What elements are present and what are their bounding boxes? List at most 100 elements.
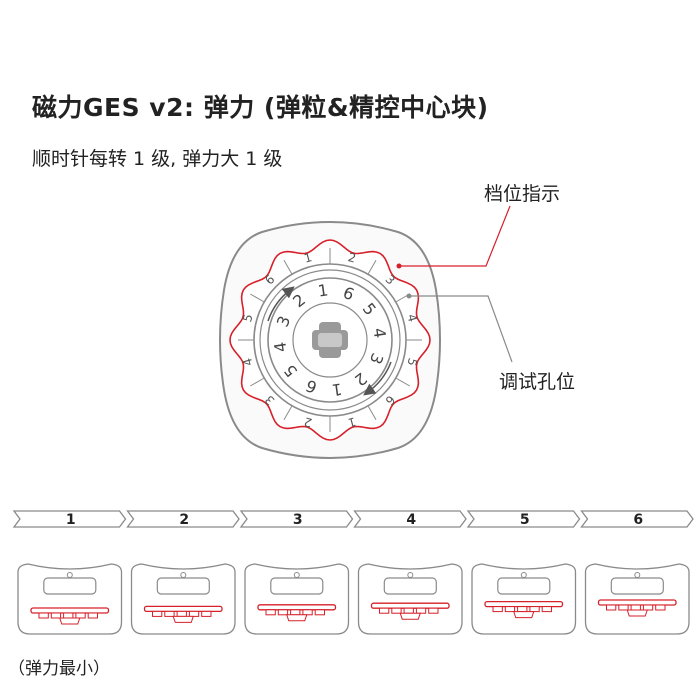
piece-spring-foot [172,615,194,623]
piece-hole [66,572,73,578]
piece-spring-tooth [642,604,654,611]
piece-spring-tooth [314,609,326,616]
piece-spring-tooth [655,604,666,611]
piece-spring-tooth [529,606,540,613]
min-tension-note: （弹力最小） [8,659,110,679]
piece-spring-tooth [391,607,402,614]
outer-ring-number: 4 [404,312,420,323]
piece-spring-tooth [176,610,187,617]
piece-spring-tooth [606,604,617,611]
outer-ring-divider [367,405,377,420]
level-label: 6 [633,512,643,528]
piece-spring-tooth [630,604,641,611]
piece-spring-tooth [164,610,175,617]
outer-ring-number: 2 [302,414,313,430]
piece-spring-tooth [492,606,503,613]
piece-spring-tooth [504,606,516,613]
level-label: 5 [520,512,530,528]
piece-spring-top [257,604,337,611]
piece-spring-foot [513,611,535,619]
piece-window [156,577,210,595]
callout-gear-indicator-label: 档位指示 [484,183,561,205]
outer-ring-divider [283,260,293,275]
outer-ring-number: 5 [240,312,256,323]
level-piece [584,563,690,635]
outer-ring-divider [367,260,377,275]
piece-spring-tooth [517,606,528,613]
piece-spring-tooth [87,612,98,619]
piece-spring-tooth [188,610,200,617]
outer-ring-divider [395,377,410,387]
level-label: 2 [179,512,189,528]
piece-hole [180,572,187,578]
piece-spring-tooth [152,610,163,617]
level-strip-segment [466,510,581,528]
piece-spring-tooth [379,607,390,614]
piece-spring-tooth [403,607,414,614]
piece-spring-tooth [63,612,74,619]
piece-spring-top [484,600,564,608]
piece-spring-foot [399,612,421,620]
inner-ring-number: 1 [331,379,344,399]
piece-hole [407,572,414,578]
level-strip-segment [239,510,354,528]
level-strip-segment [580,510,694,528]
piece-window [383,577,437,595]
callout-line-adjust-hole [409,295,513,363]
level-label: 1 [66,512,76,528]
level-pieces [17,563,690,635]
outer-ring-divider [250,377,265,387]
outer-ring-number: 1 [302,250,313,266]
callout-dot-gear-indicator [396,263,402,269]
outer-ring-divider [283,405,293,420]
piece-spring-tooth [75,612,86,619]
piece-spring-tooth [302,609,313,616]
piece-spring-foot [286,614,308,622]
piece-spring-tooth [290,609,301,616]
level-piece [130,563,236,635]
piece-spring-tooth [50,612,62,619]
piece-window [43,577,97,595]
piece-spring-tooth [38,612,49,619]
callout-line-gear-indicator [399,205,511,267]
level-piece [357,563,463,635]
level-strip-segment [126,510,240,528]
piece-spring-tooth [265,609,276,616]
piece-spring-tooth [201,610,212,617]
piece-spring-tooth [415,607,427,614]
level-label: 4 [406,512,416,528]
dial-arrow-ring [259,269,401,411]
page-subtitle: 顺时针每转 1 级, 弹力大 1 级 [32,148,283,170]
piece-spring-top [597,599,677,606]
inner-ring-number: 1 [317,280,330,300]
piece-spring-tooth [428,607,439,614]
piece-spring-foot [59,617,81,625]
outer-ring-number: 1 [346,414,357,430]
piece-spring-top [143,605,223,613]
outer-ring-number: 5 [404,356,420,367]
piece-hole [634,572,641,578]
piece-window [270,577,324,595]
callout-dot-adjust-hole [406,293,412,299]
outer-ring-divider [250,293,265,303]
rotation-arrow-right [363,361,392,396]
level-piece [17,563,123,635]
piece-spring-top [30,607,110,614]
inner-ring-number: 4 [369,327,389,340]
piece-window [610,577,664,595]
level-strip-segment [353,510,467,528]
piece-spring-top [370,602,450,609]
piece-hole [293,572,300,578]
piece-window [497,577,551,595]
center-key-icon [312,322,348,358]
piece-spring-tooth [618,604,629,611]
page-title: 磁力GES v2: 弹力 (弹粒&精控中心块) [32,93,489,122]
level-strip-segment [12,510,127,528]
level-piece [471,563,577,635]
outer-ring-number: 2 [346,250,357,266]
piece-hole [520,572,527,578]
piece-spring-foot [626,609,648,617]
level-label: 3 [293,512,303,528]
